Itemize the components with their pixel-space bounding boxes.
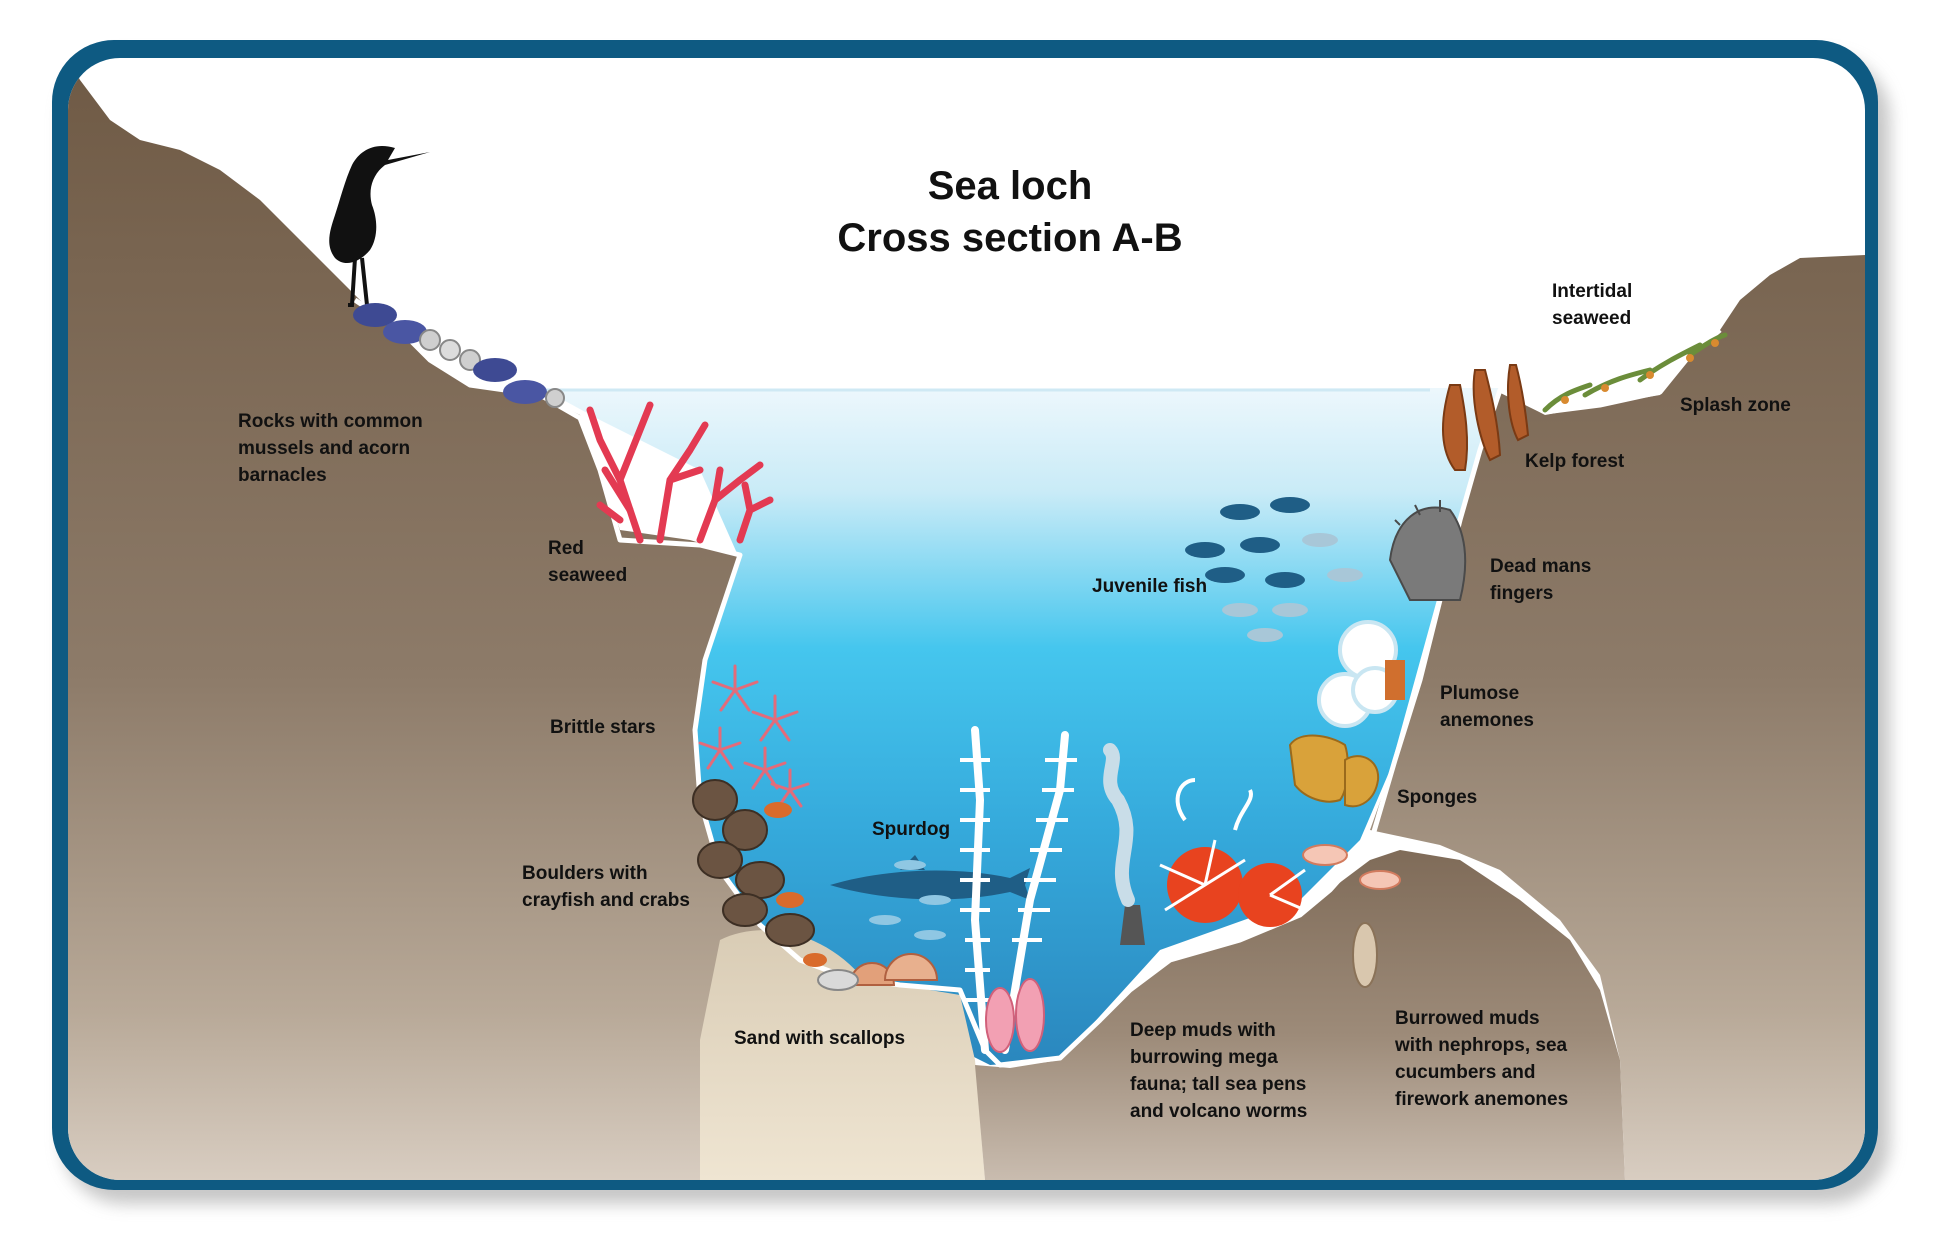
plumose-anemone-icon <box>1317 620 1405 728</box>
firework-anemone-icon <box>1159 778 1306 927</box>
title-line-2: Cross section A-B <box>837 216 1183 260</box>
label-brittle-stars: Brittle stars <box>550 717 656 738</box>
label-splash-zone: Splash zone <box>1680 395 1791 416</box>
juvenile-fish-icon <box>1185 497 1310 588</box>
label-juvenile-fish: Juvenile fish <box>1092 576 1208 597</box>
juvenile-fish-pale-icon <box>1222 533 1363 642</box>
sea-pens-icon <box>970 726 1069 1054</box>
deep-mud-floor <box>975 850 1625 1180</box>
label-mussels: Rocks with common mussels and acorn barn… <box>238 411 423 486</box>
dead-mans-fingers-icon <box>1388 500 1467 601</box>
nephrops-icon <box>1302 844 1401 890</box>
label-sponges: Sponges <box>1397 787 1478 808</box>
small-fish-icon <box>869 860 951 940</box>
sea-cucumber-icon <box>1352 922 1378 988</box>
label-burrowed-muds: Burrowed muds with nephrops, sea cucumbe… <box>1395 1008 1569 1110</box>
sea-pen-fronds-icon <box>960 758 1077 1002</box>
label-kelp-forest: Kelp forest <box>1525 451 1625 472</box>
boulders-icon <box>692 779 815 947</box>
label-boulders: Boulders with crayfish and crabs <box>522 863 690 911</box>
heron-icon <box>329 145 430 307</box>
red-seaweed-icon <box>586 401 774 544</box>
right-rock-shore <box>1370 255 1865 1180</box>
sponges-icon <box>1288 734 1380 808</box>
scallops-icon <box>817 953 939 991</box>
intertidal-seaweed-icon <box>1542 332 1728 413</box>
brittle-stars-icon <box>698 664 810 808</box>
kelp-icon <box>1442 364 1530 471</box>
label-deep-muds: Deep muds with burrowing mega fauna; tal… <box>1130 1020 1308 1122</box>
mussel-cluster-icon <box>353 303 565 408</box>
pink-sea-cucumber-icon <box>985 978 1045 1053</box>
diagram-title: Sea loch Cross section A-B <box>700 160 1320 264</box>
intertidal-seaweed-dots-icon <box>1561 339 1719 404</box>
label-dead-mans-fingers: Dead mans fingers <box>1490 556 1592 604</box>
label-plumose-anemones: Plumose anemones <box>1440 683 1534 731</box>
sand-bed <box>700 930 985 1180</box>
label-spurdog: Spurdog <box>872 819 951 840</box>
left-rock-shore <box>68 58 820 1180</box>
volcano-worm-icon <box>1103 743 1145 945</box>
crab-icon <box>764 802 827 967</box>
label-sand-scallops: Sand with scallops <box>734 1028 906 1049</box>
title-line-1: Sea loch <box>927 164 1093 208</box>
label-red-seaweed: Red seaweed <box>548 538 628 586</box>
label-intertidal-seaweed: Intertidal seaweed <box>1552 281 1633 329</box>
